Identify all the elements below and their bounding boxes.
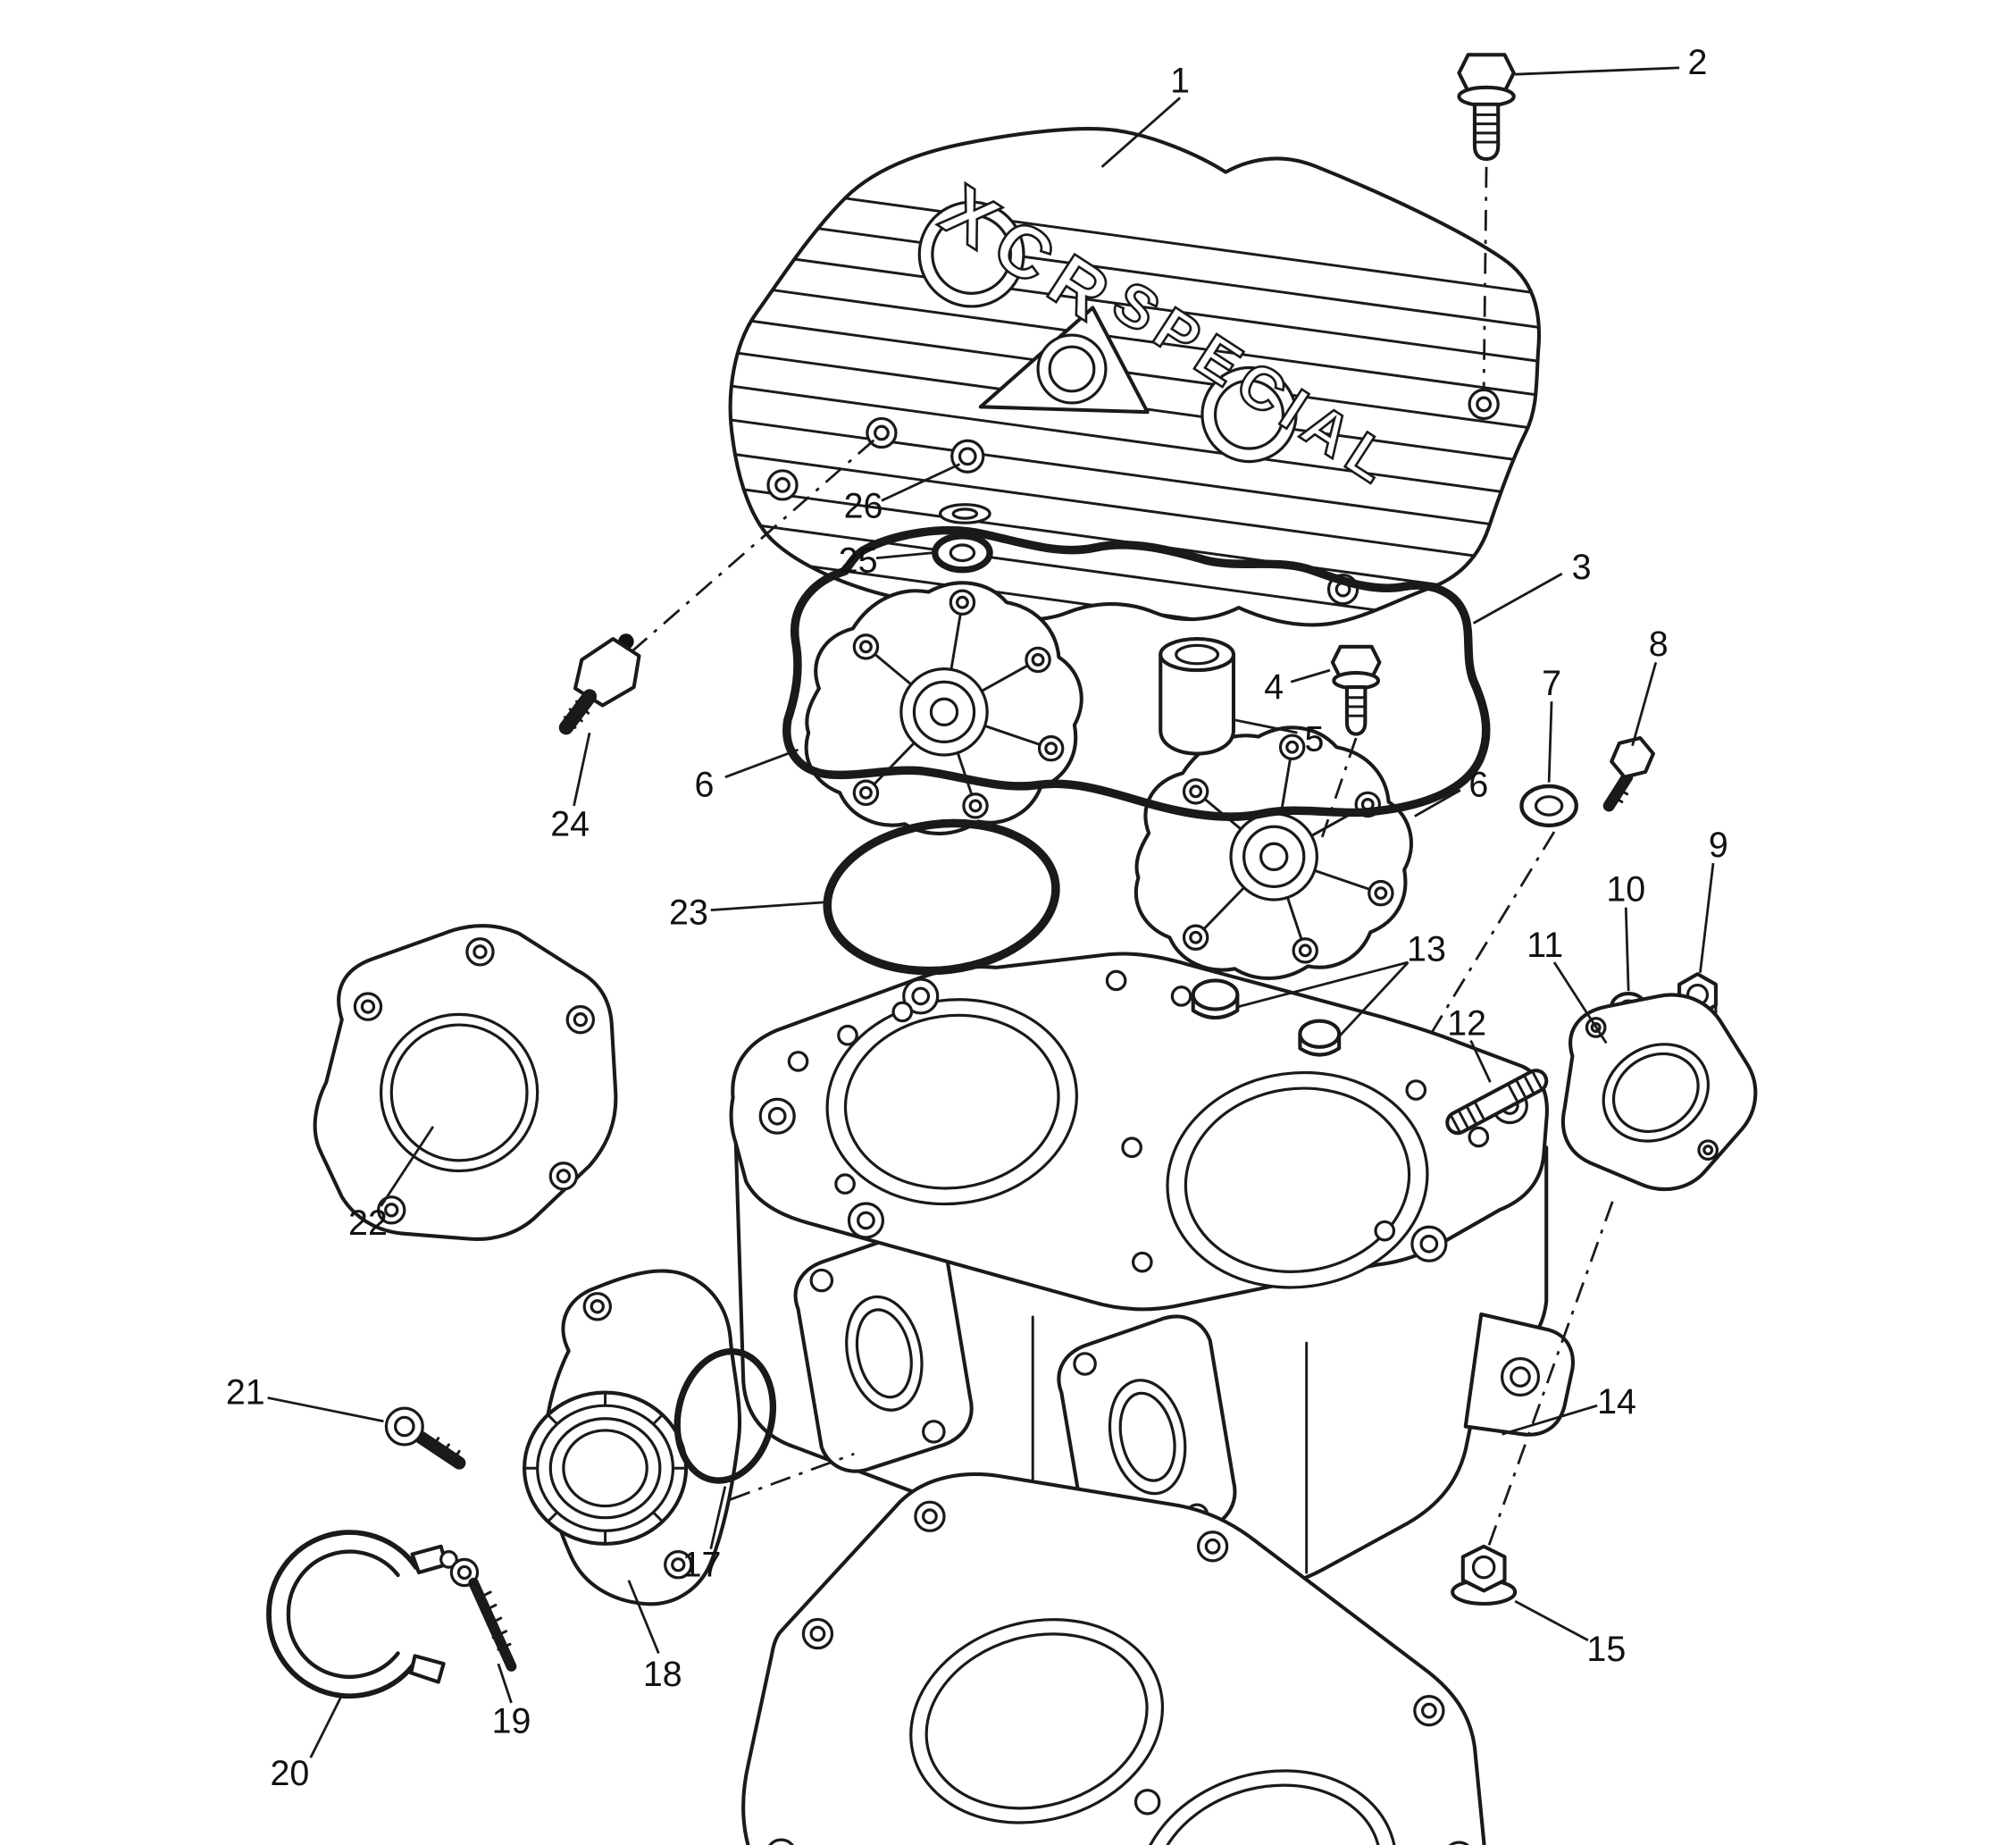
base-gasket (741, 1472, 1486, 1845)
callout-20: 20 (270, 1754, 309, 1793)
mounting-lug (1463, 1312, 1575, 1437)
clamp-screw (449, 1557, 517, 1672)
head-o-ring (823, 818, 1060, 976)
coolant-spigot (1159, 637, 1236, 756)
alignment-lines (730, 831, 1556, 1501)
callout-3: 3 (1572, 548, 1592, 587)
cover-bolt (1457, 53, 1516, 389)
hex-bolt-small (1602, 735, 1655, 812)
callout-8: 8 (1649, 625, 1669, 664)
cup-plugs (1191, 978, 1342, 1057)
cylinder-block (729, 952, 1575, 1594)
cup-plug-b (1298, 1019, 1342, 1057)
callout-24: 24 (550, 804, 590, 843)
flat-washer (1519, 784, 1578, 827)
callout-15: 15 (1586, 1630, 1626, 1669)
cylinder-bore-left (825, 998, 1078, 1206)
callout-14: 14 (1597, 1382, 1636, 1421)
head-cap-right (1136, 727, 1411, 978)
leader-lines (267, 66, 1715, 1758)
callout-7: 7 (1542, 664, 1561, 703)
socket-bolt (384, 1406, 466, 1470)
head-cap-left (804, 581, 1083, 835)
callout-25: 25 (839, 541, 878, 581)
callout-13: 13 (1407, 930, 1446, 969)
intake-o-ring (673, 1348, 777, 1484)
callout-19: 19 (492, 1701, 531, 1740)
side-gasket (313, 924, 618, 1241)
callout-21: 21 (226, 1373, 265, 1413)
callout-9: 9 (1709, 826, 1728, 865)
callout-6-left: 6 (695, 766, 715, 805)
callout-11: 11 (1527, 926, 1563, 965)
hose-clamp (266, 1530, 458, 1699)
callout-17: 17 (682, 1545, 722, 1584)
callout-12: 12 (1447, 1004, 1486, 1044)
intake-flange (523, 1269, 742, 1606)
callout-23: 23 (669, 893, 708, 933)
callout-10: 10 (1606, 869, 1645, 909)
callout-5: 5 (1304, 720, 1324, 759)
flange-nut (1451, 1196, 1616, 1606)
head-cover-gasket (782, 525, 1491, 821)
intake-boot-neck (523, 1390, 689, 1546)
callout-4: 4 (1264, 667, 1284, 707)
base-gasket-holes (768, 1500, 1470, 1845)
cup-plug-a (1191, 978, 1240, 1020)
cylinder-bore-right (1166, 1070, 1429, 1289)
grommet (932, 533, 993, 574)
callout-1: 1 (1170, 62, 1190, 101)
temperature-sensor (558, 437, 878, 735)
callout-26: 26 (844, 486, 883, 525)
callout-18: 18 (643, 1655, 682, 1694)
callout-labels: 1 2 3 4 5 6 6 7 8 9 10 11 12 13 14 15 16… (226, 43, 1728, 1793)
stud (1445, 1069, 1549, 1136)
callout-6-right: 6 (1468, 766, 1488, 805)
flange-gasket (1560, 993, 1758, 1192)
callout-22: 22 (348, 1203, 388, 1243)
seal-washer (939, 503, 991, 524)
head-bolt (1320, 644, 1382, 838)
exhaust-flange (793, 1231, 974, 1473)
callout-2: 2 (1688, 43, 1708, 82)
